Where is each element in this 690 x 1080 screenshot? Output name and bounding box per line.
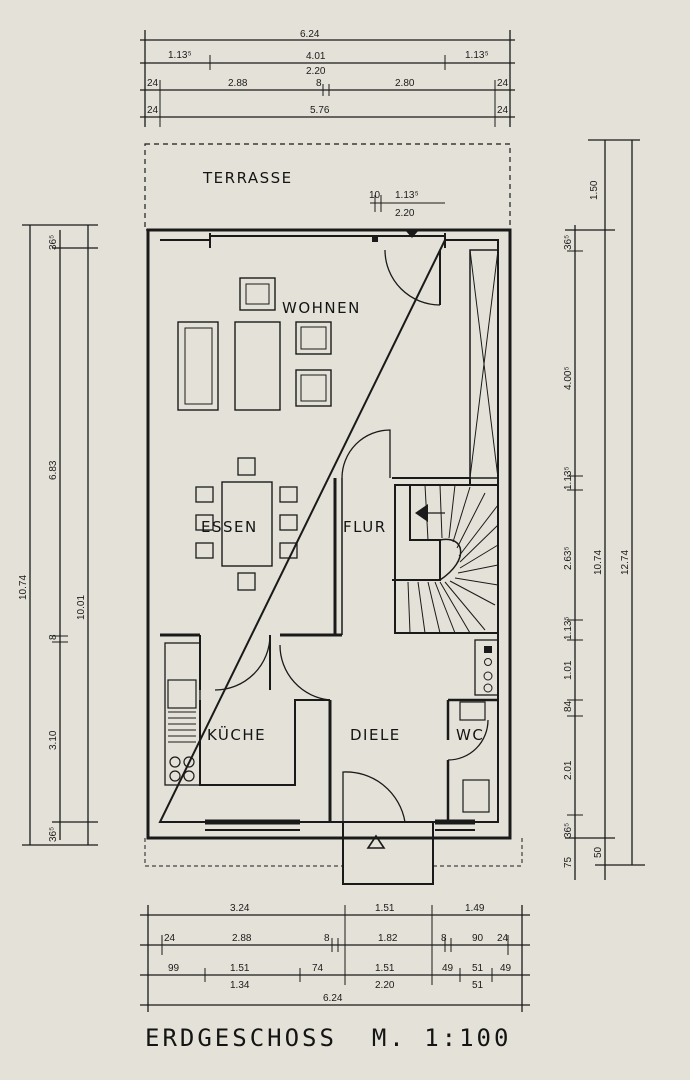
right-dimension-chain: 1.50 36⁵ 4.00⁵ 1.13⁵ 2.63⁵ 1.13⁵ 1.01 84…: [563, 139, 645, 880]
hallway-cabinet: [474, 639, 499, 696]
dim-bottom-r3-a: 99: [168, 963, 180, 974]
dim-top-r3-left: 24: [147, 78, 159, 89]
dim-top-r2-mid-bottom: 2.20: [306, 66, 326, 77]
dim-right-s6: 1.01: [563, 660, 574, 680]
dim-right-s9: 36⁵: [563, 823, 574, 838]
room-label-wohnen: WOHNEN: [282, 299, 361, 317]
room-label-diele: DIELE: [350, 726, 401, 744]
dim-left-outer: 10.74: [18, 575, 29, 600]
dim-right-s5: 1.13⁵: [563, 616, 574, 640]
dim-left-seg-a: 6.83: [48, 460, 59, 480]
dim-window-c: 2.20: [395, 208, 415, 219]
dim-bottom-r2-d: 1.82: [378, 933, 398, 944]
dim-bottom-r3-f-top: 51: [472, 963, 484, 974]
room-label-flur: FLUR: [343, 518, 387, 536]
dim-right-s7: 84: [563, 700, 574, 712]
dim-bottom-r2-f: 90: [472, 933, 484, 944]
dim-bottom-r1-a: 3.24: [230, 903, 250, 914]
dim-right-outer-total: 12.74: [620, 550, 631, 575]
kitchen-counter: [164, 642, 201, 786]
dim-bottom-r3-g: 49: [500, 963, 512, 974]
dim-window-b: 1.13⁵: [395, 190, 419, 201]
dim-top-r2-left: 1.13⁵: [168, 50, 192, 61]
dim-top-overall: 6.24: [300, 29, 320, 40]
dim-top-r3-right: 24: [497, 78, 509, 89]
dim-bottom-r2-g: 24: [497, 933, 509, 944]
dim-left-top-small: 36⁵: [48, 235, 59, 250]
room-label-terrasse: TERRASSE: [202, 169, 293, 187]
dim-left-inner: 10.01: [76, 595, 87, 620]
dim-bottom-r3-b-bottom: 1.34: [230, 980, 250, 991]
dim-left-bottom-small: 36⁵: [48, 827, 59, 842]
dim-top-r3-b: 2.80: [395, 78, 415, 89]
dim-bottom-r3-c: 74: [312, 963, 324, 974]
dim-right-s3: 1.13⁵: [563, 466, 574, 490]
dim-right-s4: 2.63⁵: [563, 546, 574, 570]
dim-right-s8: 2.01: [563, 760, 574, 780]
dim-top-r3-a: 2.88: [228, 78, 248, 89]
dim-bottom-r3-f-bottom: 51: [472, 980, 484, 991]
dining-furniture: [195, 457, 298, 591]
top-dimension-chain: 6.24 1.13⁵ 4.01 2.20 1.13⁵ 24 2.88 8 2.8…: [140, 29, 515, 127]
dim-top-r2-mid-top: 4.01: [306, 51, 326, 62]
dim-bottom-overall: 6.24: [323, 993, 343, 1004]
dim-left-seg-b: 3.10: [48, 730, 59, 750]
living-furniture: [177, 277, 332, 411]
dim-top-r3-mid: 8: [316, 78, 322, 89]
dim-top-r2-right: 1.13⁵: [465, 50, 489, 61]
dim-bottom-r3-d-top: 1.51: [375, 963, 395, 974]
dim-right-inner-total: 10.74: [593, 550, 604, 575]
dim-bottom-r3-d-bottom: 2.20: [375, 980, 395, 991]
dim-bottom-r2-e: 8: [441, 933, 447, 944]
dim-bottom-r2-c: 8: [324, 933, 330, 944]
dim-right-s10: 75: [563, 856, 574, 868]
bottom-dimension-chain: 3.24 1.51 1.49 24 2.88 8 1.82 8 90 24 99…: [140, 903, 530, 1012]
room-label-essen: ESSEN: [201, 518, 258, 536]
dim-right-s2: 4.00⁵: [563, 366, 574, 390]
dim-top-r4-left: 24: [147, 105, 159, 116]
dim-right-terr: 1.50: [589, 180, 600, 200]
room-label-kueche: KÜCHE: [207, 725, 266, 744]
dim-window-a: 10: [369, 190, 381, 201]
dim-bottom-r2-b: 2.88: [232, 933, 252, 944]
terrace: TERRASSE 10 1.13⁵ 2.20: [144, 143, 511, 231]
dim-bottom-r1-c: 1.49: [465, 903, 485, 914]
dim-left-seg-mid: 8: [48, 634, 59, 640]
staircase: [394, 484, 499, 634]
dim-bottom-r2-a: 24: [164, 933, 176, 944]
room-label-wc: WC: [456, 726, 484, 744]
plan-caption: ERDGESCHOSS M. 1:100: [145, 1024, 511, 1052]
dim-bottom-r3-b-top: 1.51: [230, 963, 250, 974]
dim-top-r4-right: 24: [497, 105, 509, 116]
dim-top-r4-mid: 5.76: [310, 105, 330, 116]
dim-right-s1: 36⁵: [563, 235, 574, 250]
dim-bottom-r3-e: 49: [442, 963, 454, 974]
dim-right-bottom-ext: 50: [593, 846, 604, 858]
left-dimension-chain: 10.74 10.01 36⁵ 6.83 8 3.10 36⁵: [18, 224, 98, 846]
dim-bottom-r1-b: 1.51: [375, 903, 395, 914]
